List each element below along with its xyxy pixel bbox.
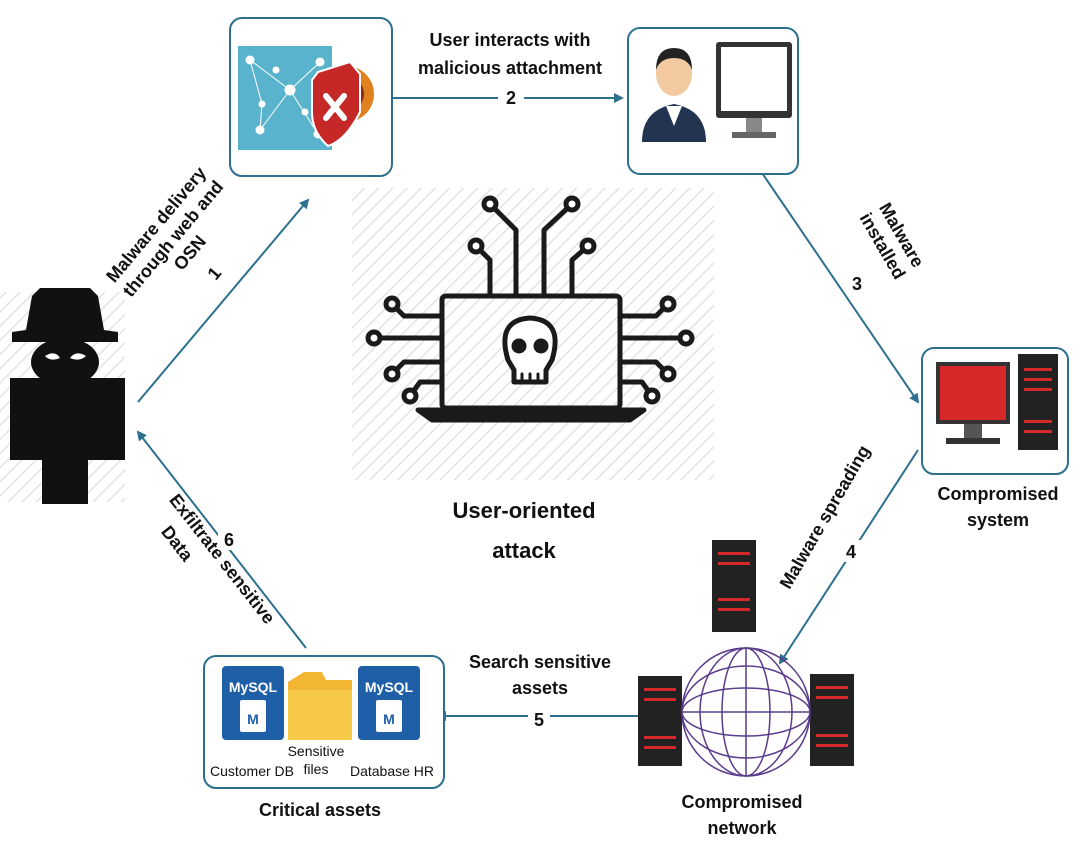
compromised-system-node (921, 347, 1069, 475)
step-5-number: 5 (534, 710, 544, 730)
tower-icon (1018, 354, 1058, 450)
db2-label: MySQL (365, 679, 414, 695)
step-6-number: 6 (224, 530, 234, 550)
laptop-skull-icon (365, 195, 695, 423)
sensitive-files-line2: files (304, 761, 329, 777)
sensitive-files-line1: Sensitive (288, 743, 345, 759)
hacker-icon (0, 288, 125, 504)
step-2-line2: malicious attachment (418, 58, 602, 78)
step-1-number: 1 (204, 263, 226, 284)
svg-text:M: M (247, 711, 259, 727)
db1-label: MySQL (229, 679, 278, 695)
step-5-line2: assets (512, 678, 568, 698)
step-6-label: Exfiltrate sensitive Data (157, 490, 279, 628)
monitor-icon (716, 42, 792, 138)
step-2-number: 2 (506, 88, 516, 108)
svg-text:M: M (383, 711, 395, 727)
step-2-line1: User interacts with (429, 30, 590, 50)
compromised-system-line2: system (967, 510, 1029, 530)
compromised-system-line1: Compromised (937, 484, 1058, 504)
step-4-label: Malware spreading (776, 442, 874, 592)
malware-web-node (229, 17, 393, 177)
server-icon-left (638, 676, 682, 766)
mysql-db-icon: MySQL M (222, 666, 284, 740)
user-computer-node (627, 27, 799, 175)
step-5-line1: Search sensitive (469, 652, 611, 672)
globe-icon (681, 647, 811, 777)
database-hr-label: Database HR (350, 763, 434, 779)
user-icon (642, 48, 706, 142)
step-3-label: Malware installed (856, 199, 928, 282)
step-4-line1: Malware spreading (776, 442, 874, 592)
edge-1 (137, 198, 310, 403)
server-icon-top (712, 540, 756, 632)
mysql-hr-icon: MySQL M (358, 666, 420, 740)
center-title-line2: attack (492, 538, 556, 563)
compromised-network-line1: Compromised (681, 792, 802, 812)
critical-assets-node: MySQL M MySQL M Customer DB Sensitive fi… (203, 655, 445, 789)
step-1-label: Malware delivery through web and OSN 1 (102, 163, 227, 301)
compromised-network-node (638, 540, 854, 777)
step-3-number: 3 (852, 274, 862, 294)
critical-assets-title: Critical assets (259, 800, 381, 820)
server-icon-right (810, 674, 854, 766)
edge-3 (759, 169, 920, 404)
compromised-network-line2: network (707, 818, 777, 838)
center-title-line1: User-oriented (452, 498, 595, 523)
folder-icon (288, 672, 352, 740)
step-4-number: 4 (846, 542, 856, 562)
customer-db-label: Customer DB (210, 763, 294, 779)
